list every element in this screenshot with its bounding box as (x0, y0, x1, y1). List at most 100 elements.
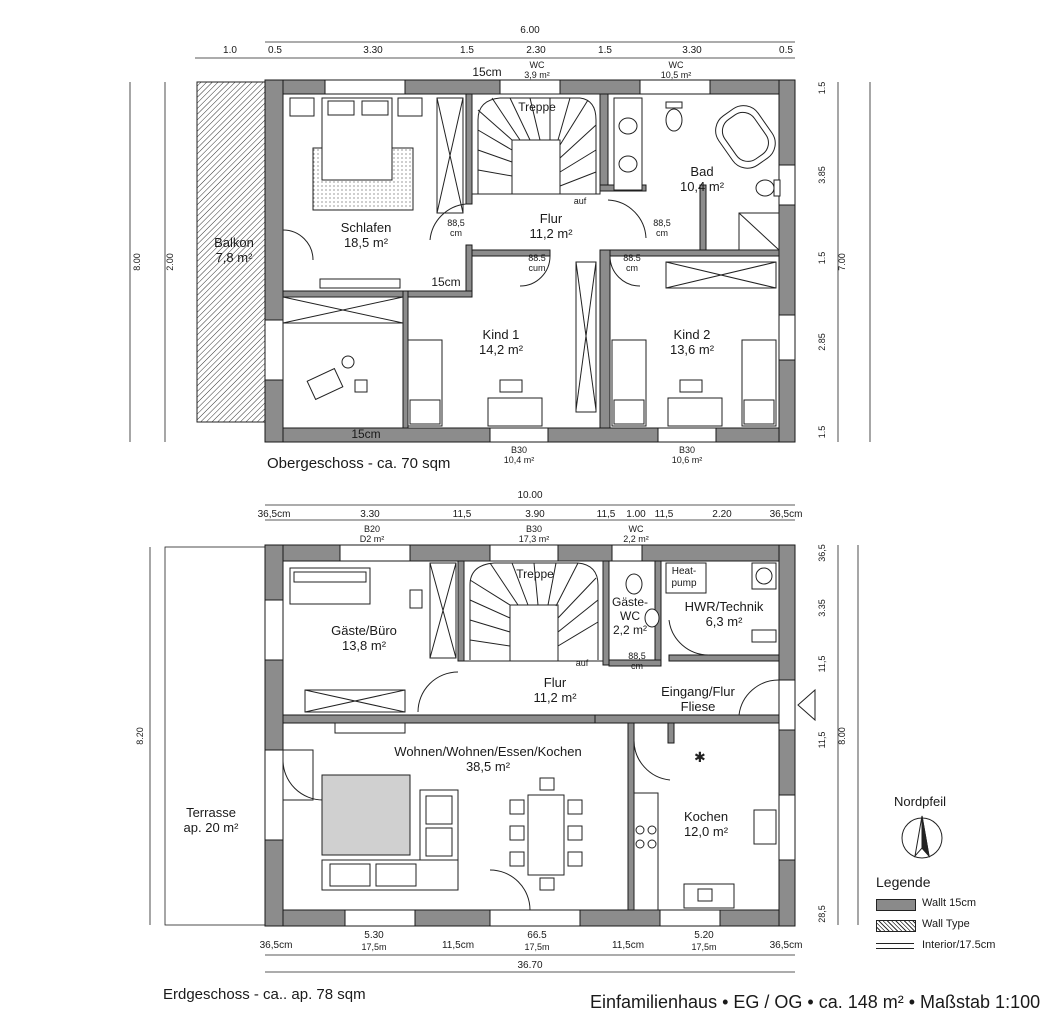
ground-bottom-dim: 36,5cm (259, 940, 293, 951)
wall-note: 15cm (431, 275, 461, 289)
stair-direction: auf (573, 196, 587, 206)
ground-bottom-dim: 5.20 (694, 930, 714, 941)
wall-note: 15cm (472, 65, 502, 79)
entrance-marker (797, 688, 816, 722)
ground-bottom-sub: 17,5m (691, 942, 717, 952)
ground-top-dim: 1.00 (626, 509, 646, 520)
upper-top-dim: 1.0 (223, 45, 237, 56)
upper-right-dim: 7.00 (836, 253, 847, 271)
upper-top-dim: 3.30 (682, 45, 702, 56)
ground-bottom-dim: 66.5 (527, 930, 547, 941)
upper-floor-plan (196, 79, 796, 443)
legend-swatch-wall (876, 899, 916, 911)
ground-right-dim: 3.35 (816, 599, 827, 617)
upper-windows (264, 79, 796, 443)
drawing-title: Einfamilienhaus • EG / OG • ca. 148 m² •… (590, 992, 1040, 1012)
upper-top-dim: 1.5 (460, 45, 474, 56)
ground-right-dim: 28,5 (816, 905, 827, 923)
ground-dimension-lines (149, 504, 859, 973)
guest-office-furniture (289, 562, 457, 713)
living-furniture (282, 722, 583, 911)
ground-bottom-dim: 5.30 (364, 930, 384, 941)
upper-right-dim: 1.5 (816, 81, 827, 95)
ground-bottom-sub: 17,5m (524, 942, 550, 952)
ground-bottom-sub: 17,5m (361, 942, 387, 952)
ground-bottom-dim: 36,5cm (769, 940, 803, 951)
north-arrow (901, 815, 943, 859)
ground-floor-caption: Erdgeschoss - ca.. ap. 78 sqm (163, 986, 366, 1003)
ground-top-dim: 11,5 (452, 509, 472, 520)
reading-corner (282, 296, 404, 401)
ground-windows (264, 544, 796, 927)
upper-overall-width: 6.00 (520, 25, 540, 36)
terrace-area (164, 546, 266, 926)
legend-item: Wallt 15cm (922, 897, 976, 909)
ground-top-dim: 36,5cm (257, 509, 291, 520)
room-label-treppe-eg: Treppe (516, 567, 554, 581)
upper-top-dim: 0.5 (779, 45, 793, 56)
wall-note: 15cm (351, 427, 381, 441)
legend-swatch-hatch (876, 920, 916, 932)
kind2-furniture (611, 261, 777, 427)
ground-floor-plan: ✱ (164, 544, 816, 927)
upper-left-dim: 2.00 (164, 253, 175, 271)
ground-right-dim: 11,5 (816, 655, 827, 673)
upper-top-dim: 3.30 (363, 45, 383, 56)
bathroom-fixtures (613, 97, 781, 251)
kind1-furniture (407, 261, 597, 427)
upper-staircase (471, 93, 601, 195)
upper-floor-caption: Obergeschoss - ca. 70 sqm (267, 455, 451, 472)
upper-right-dim: 1.5 (816, 425, 827, 439)
ground-left-dim: 8.20 (134, 727, 145, 745)
ground-top-dim: 36,5cm (769, 509, 803, 520)
upper-right-dim: 3.85 (816, 166, 827, 184)
ground-overall-bottom: 36.70 (517, 960, 543, 971)
ground-overall-width: 10.00 (517, 490, 543, 501)
room-label-heatpump: Heat- pump (671, 566, 697, 589)
ground-interior-walls (282, 560, 780, 911)
ground-top-dim: 2.20 (712, 509, 732, 520)
ground-top-dim: 3.90 (525, 509, 545, 520)
north-arrow-label: Nordpfeil (894, 794, 947, 809)
ground-top-dim: 11,5 (654, 509, 674, 520)
ground-top-dim: 11,5 (596, 509, 616, 520)
upper-left-dim: 8.00 (131, 253, 142, 271)
balcony-area (196, 81, 266, 423)
door-balkon (282, 229, 314, 261)
upper-top-dim: 2.30 (526, 45, 546, 56)
upper-right-dim: 1.5 (816, 251, 827, 265)
legend-swatch-line (876, 943, 914, 949)
legend-title: Legende (876, 874, 931, 890)
ground-bottom-dim: 11,5cm (441, 940, 475, 951)
upper-dimension-lines (129, 41, 871, 442)
ground-right-dim: 11,5 (816, 731, 827, 749)
ground-staircase (463, 560, 604, 662)
guest-wc-fixtures (625, 562, 777, 643)
ground-right-dim: 8.00 (836, 727, 847, 745)
ground-bottom-dim: 11,5cm (611, 940, 645, 951)
ground-top-dim: 3.30 (360, 509, 380, 520)
legend-item: Interior/17.5cm (922, 939, 996, 951)
upper-top-dim: 0.5 (268, 45, 282, 56)
